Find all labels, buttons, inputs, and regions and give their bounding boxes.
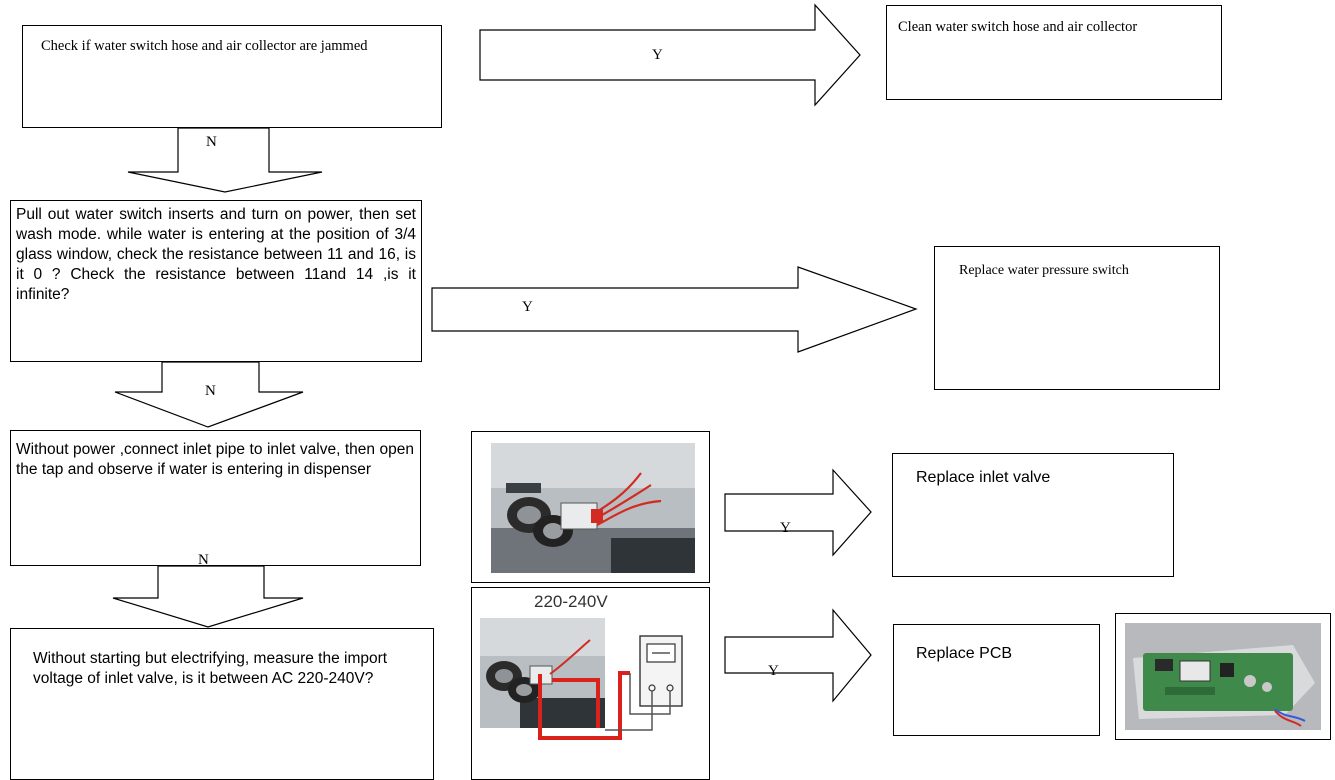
no-label-1: N: [206, 134, 217, 150]
yes-arrow-4: [724, 608, 872, 703]
result-box-2: Replace water pressure switch: [934, 246, 1220, 390]
voltage-measure-photo-frame: 220-240V: [471, 587, 710, 780]
no-arrow-1: [127, 127, 323, 193]
step-2-text: Pull out water switch inserts and turn o…: [16, 206, 416, 303]
result-2-text: Replace water pressure switch: [959, 263, 1129, 278]
result-3-text: Replace inlet valve: [916, 469, 1051, 486]
step-box-3: Without power ,connect inlet pipe to inl…: [10, 430, 421, 566]
no-arrow-2: [114, 361, 304, 428]
inlet-valve-photo: [491, 443, 695, 573]
no-label-3: N: [198, 552, 209, 568]
pcb-photo: [1125, 623, 1321, 730]
result-4-text: Replace PCB: [916, 645, 1013, 662]
step-4-text: Without starting but electrifying, measu…: [33, 650, 388, 687]
yes-label-3: Y: [780, 520, 791, 536]
voltage-measure-photo: [480, 618, 683, 740]
result-1-text: Clean water switch hose and air collecto…: [898, 19, 1138, 35]
yes-arrow-2: [431, 266, 918, 353]
step-1-text: Check if water switch hose and air colle…: [41, 38, 368, 54]
result-box-4: Replace PCB: [893, 624, 1100, 736]
yes-arrow-1: [479, 3, 861, 107]
step-box-2: Pull out water switch inserts and turn o…: [10, 200, 422, 362]
voltage-label: 220-240V: [534, 592, 608, 611]
yes-arrow-3: [724, 468, 872, 557]
step-box-1: Check if water switch hose and air colle…: [22, 25, 442, 128]
yes-label-2: Y: [522, 299, 533, 315]
step-box-4: Without starting but electrifying, measu…: [10, 628, 434, 780]
no-arrow-3: [112, 565, 304, 628]
yes-label-4: Y: [768, 663, 779, 679]
result-box-1: Clean water switch hose and air collecto…: [886, 5, 1222, 100]
inlet-valve-photo-frame: [471, 431, 710, 583]
no-label-2: N: [205, 383, 216, 399]
pcb-photo-frame: [1115, 613, 1331, 740]
yes-label-1: Y: [652, 47, 663, 63]
step-3-text: Without power ,connect inlet pipe to inl…: [16, 441, 414, 478]
result-box-3: Replace inlet valve: [892, 453, 1174, 577]
